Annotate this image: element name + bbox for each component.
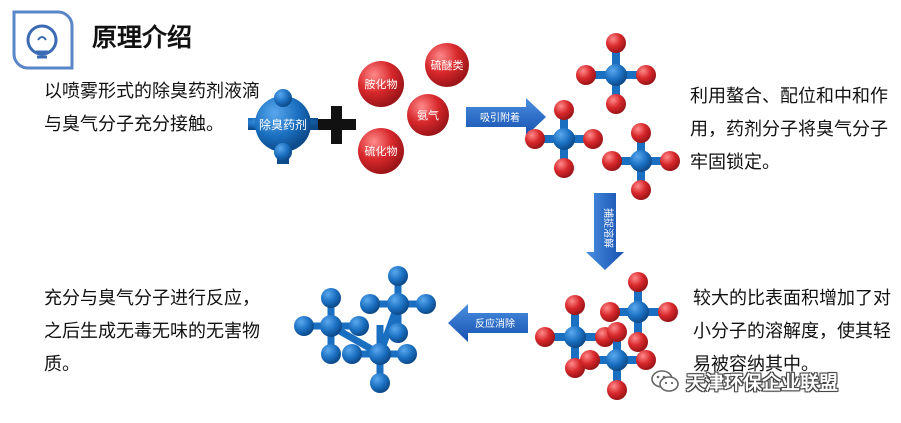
plus-icon — [318, 106, 356, 144]
molecule-label: 除臭药剂 — [259, 117, 307, 132]
odor-bubbles: 硫醚类 胺化物 氨气 硫化物 — [358, 43, 469, 174]
react-arrow: 反应消除 — [448, 304, 528, 342]
step2-description: 利用螯合、配位和中和作用，药剂分子将臭气分子牢固锁定。 — [690, 86, 888, 173]
page-title: 原理介绍 — [92, 23, 193, 52]
deodorant-molecule: 除臭药剂 — [248, 89, 318, 164]
odor-label: 氨气 — [417, 108, 439, 122]
watermark-text: 天津环保企业联盟 — [686, 371, 839, 394]
capture-arrow: 捕捉溶解 — [586, 193, 624, 270]
odor-label: 胺化物 — [365, 77, 398, 91]
step1-description: 以喷雾形式的除臭药剂液滴与臭气分子充分接触。 — [44, 81, 260, 135]
wechat-icon — [651, 370, 679, 392]
lightbulb-icon — [12, 10, 74, 70]
odor-label: 硫醚类 — [431, 58, 464, 72]
dissolved-cluster — [535, 272, 678, 400]
odor-label: 硫化物 — [365, 144, 398, 158]
step4-description: 充分与臭气分子进行反应，之后生成无毒无味的无害物质。 — [44, 288, 260, 375]
captured-molecules — [525, 33, 680, 200]
absorb-arrow: 吸引附着 — [466, 98, 546, 136]
step3-description: 较大的比表面积增加了对小分子的溶解度，使其轻易被容纳其中。 — [693, 288, 891, 375]
odor-bubble — [358, 61, 404, 107]
harmless-product-atoms — [294, 266, 436, 393]
react-arrow-label: 反应消除 — [475, 317, 515, 330]
capture-arrow-label: 捕捉溶解 — [602, 208, 615, 248]
watermark: 天津环保企业联盟 — [650, 366, 838, 396]
absorb-arrow-label: 吸引附着 — [480, 111, 520, 124]
odor-bubble — [425, 43, 469, 87]
odor-bubble — [407, 94, 449, 136]
odor-bubble — [358, 128, 404, 174]
